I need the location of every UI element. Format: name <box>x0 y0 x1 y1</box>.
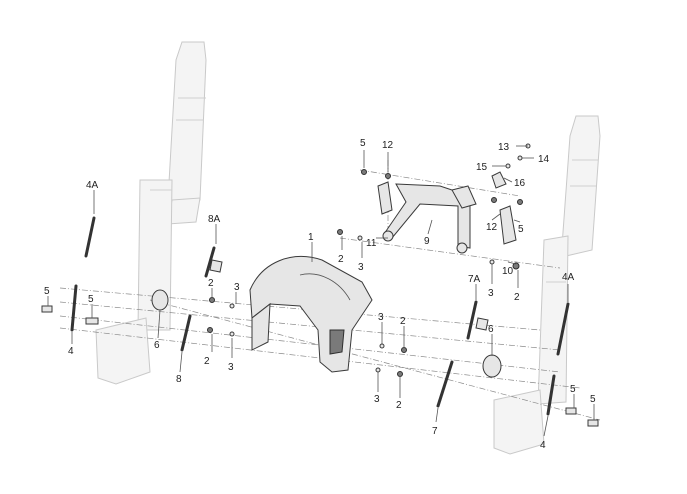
clip-bracket <box>491 171 507 189</box>
side-plate-right <box>499 205 517 245</box>
callout-label: 4 <box>68 346 74 357</box>
reflector-left <box>151 289 169 311</box>
callout-label: 10 <box>502 266 514 277</box>
callout-label: 2 <box>338 254 344 265</box>
callout-label: 13 <box>498 142 510 153</box>
callout-leaders <box>47 145 595 437</box>
clamp-4-right <box>546 374 556 416</box>
callout-label: 3 <box>234 282 240 293</box>
callout-label: 3 <box>378 312 384 323</box>
hose-guide-4a-right <box>556 302 570 356</box>
left-fork-ghost <box>95 41 207 385</box>
callout-label: 7 <box>432 426 438 437</box>
callout-label: 3 <box>488 288 494 299</box>
callout-label: 5 <box>88 294 94 305</box>
callout-label: 4A <box>562 272 575 283</box>
callout-label: 14 <box>538 154 550 165</box>
fasteners <box>41 143 599 427</box>
front-mudguard <box>249 256 373 373</box>
reflector-right <box>482 354 502 378</box>
callout-label: 4A <box>86 180 99 191</box>
callout-labels: 5 12 13 14 15 16 4A 8A 1 2 3 11 9 12 5 7… <box>44 138 596 451</box>
callout-label: 4 <box>540 440 546 451</box>
side-plate-left <box>377 181 393 215</box>
callout-label: 2 <box>396 400 402 411</box>
callout-label: 12 <box>486 222 498 233</box>
callout-label: 6 <box>488 324 494 335</box>
clamp-8 <box>180 314 192 352</box>
callout-label: 6 <box>154 340 160 351</box>
clamp-4-left <box>70 284 78 332</box>
callout-label: 16 <box>514 178 526 189</box>
callout-label: 2 <box>208 278 214 289</box>
callout-label: 9 <box>424 236 430 247</box>
callout-label: 12 <box>382 140 394 151</box>
mudguard-bracket <box>382 183 477 254</box>
callout-label: 15 <box>476 162 488 173</box>
callout-label: 2 <box>514 292 520 303</box>
callout-label: 5 <box>590 394 596 405</box>
clamp-7 <box>436 360 454 408</box>
callout-label: 2 <box>400 316 406 327</box>
callout-label: 2 <box>204 356 210 367</box>
hose-guide-8a <box>204 246 223 278</box>
callout-label: 8 <box>176 374 182 385</box>
right-fork-ghost <box>493 115 601 455</box>
callout-label: 7A <box>468 274 481 285</box>
callout-label: 5 <box>518 224 524 235</box>
callout-label: 1 <box>308 232 314 243</box>
callout-label: 11 <box>366 238 377 249</box>
hose-guide-7a <box>466 300 489 340</box>
callout-label: 5 <box>360 138 366 149</box>
callout-label: 3 <box>228 362 234 373</box>
callout-label: 8A <box>208 214 221 225</box>
callout-label: 3 <box>358 262 364 273</box>
callout-label: 3 <box>374 394 380 405</box>
callout-label: 5 <box>570 384 576 395</box>
callout-label: 5 <box>44 286 50 297</box>
hose-guide-4a-left <box>84 216 96 258</box>
